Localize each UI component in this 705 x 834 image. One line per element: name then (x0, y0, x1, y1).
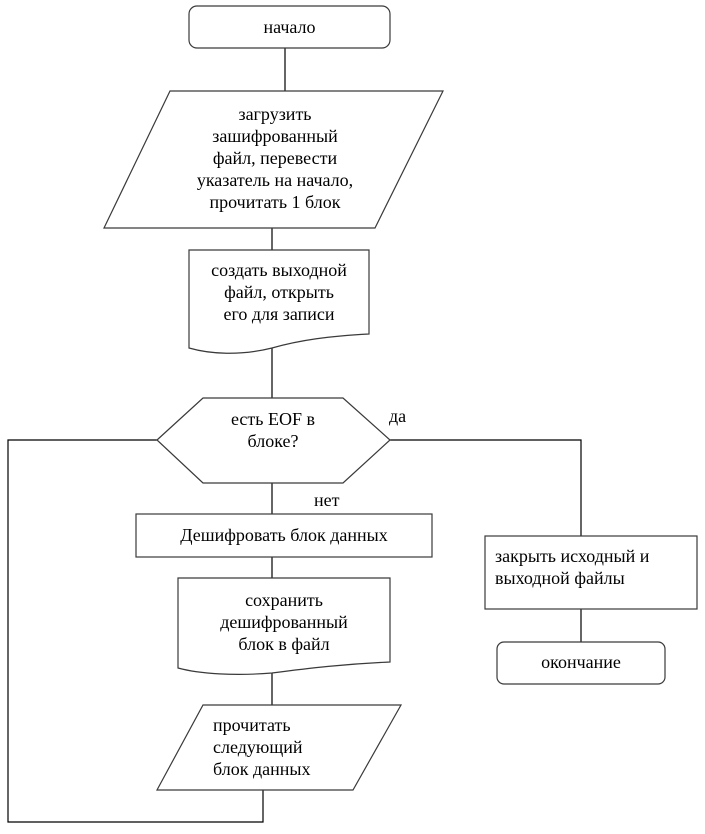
connector-decision-close (390, 439, 582, 536)
yes-label: да (389, 406, 407, 426)
end-terminator (496, 641, 666, 685)
read-next-io-shape (155, 704, 403, 791)
close-process-box (484, 535, 698, 610)
create-document-shape (188, 249, 370, 354)
connector-loop-back (7, 439, 264, 823)
no-label: нет (314, 490, 340, 510)
save-label: сохранить дешифрованный блок в файл (220, 590, 348, 654)
start-label: начало (263, 17, 316, 37)
start-terminator (188, 5, 391, 49)
decrypt-label: Дешифровать блок данных (180, 525, 388, 545)
decision-label: есть EOF в блоке? (230, 409, 315, 451)
end-label: окончание (541, 652, 621, 672)
load-io-shape (103, 90, 444, 229)
save-document-shape (177, 577, 391, 675)
read-next-label: прочитать следующий блок данных (213, 715, 311, 779)
create-label: создать выходной файл, открыть его для з… (211, 260, 347, 324)
decision-hexagon (156, 397, 391, 484)
close-label: закрыть исходный и выходной файлы (495, 546, 650, 588)
decrypt-process-box (135, 513, 433, 558)
load-label: загрузить зашифрованный файл, перевести … (196, 104, 354, 212)
